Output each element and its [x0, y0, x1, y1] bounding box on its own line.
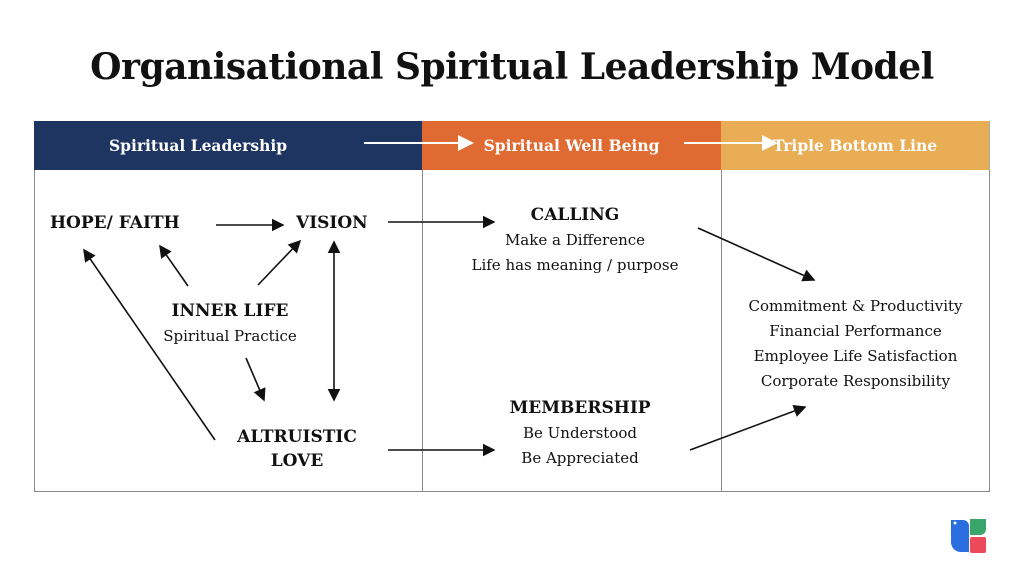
calling-title: CALLING: [530, 205, 620, 225]
outcome-item: Employee Life Satisfaction: [753, 347, 958, 365]
outcome-item: Corporate Responsibility: [760, 372, 951, 390]
arrow-inner-vision: [257, 239, 302, 286]
inner-life-sub: Spiritual Practice: [163, 327, 297, 345]
calling-line: Life has meaning / purpose: [471, 256, 679, 274]
logo-icon: [951, 519, 986, 553]
node-hope-faith: HOPE/ FAITH: [50, 213, 180, 233]
column-spiritual-leadership: [34, 170, 423, 492]
header-spiritual-leadership: Spiritual Leadership: [34, 121, 422, 170]
arrow-inner-altruistic: [245, 357, 266, 402]
node-membership: MEMBERSHIP Be Understood Be Appreciated: [460, 396, 700, 471]
header-label: Spiritual Well Being: [483, 136, 660, 155]
node-inner-life: INNER LIFE Spiritual Practice: [150, 301, 310, 345]
membership-line: Be Understood: [522, 424, 637, 442]
outcome-item: Financial Performance: [769, 322, 942, 340]
node-vision: VISION: [296, 213, 368, 233]
node-calling: CALLING Make a Difference Life has meani…: [455, 203, 695, 278]
header-label: Spiritual Leadership: [108, 136, 288, 155]
arrow-inner-hope: [159, 244, 189, 287]
membership-title: MEMBERSHIP: [509, 398, 651, 418]
column-triple-bottom-line: [721, 170, 990, 492]
arrow-altruistic-hope: [83, 248, 216, 441]
header-label: Triple Bottom Line: [772, 136, 938, 155]
node-outcomes: Commitment & Productivity Financial Perf…: [721, 294, 990, 394]
altruistic-line1: ALTRUISTIC: [237, 427, 357, 447]
page-title: Organisational Spiritual Leadership Mode…: [90, 46, 934, 88]
membership-line: Be Appreciated: [521, 449, 639, 467]
node-altruistic-love: ALTRUISTIC LOVE: [217, 425, 377, 473]
arrow-calling-outcomes: [697, 227, 816, 282]
altruistic-line2: LOVE: [270, 451, 324, 471]
arrow-membership-outcomes: [689, 404, 807, 451]
column-spiritual-well-being: [422, 170, 722, 492]
outcome-item: Commitment & Productivity: [748, 297, 963, 315]
calling-line: Make a Difference: [504, 231, 646, 249]
header-spiritual-well-being: Spiritual Well Being: [422, 121, 721, 170]
inner-life-title: INNER LIFE: [171, 301, 289, 321]
